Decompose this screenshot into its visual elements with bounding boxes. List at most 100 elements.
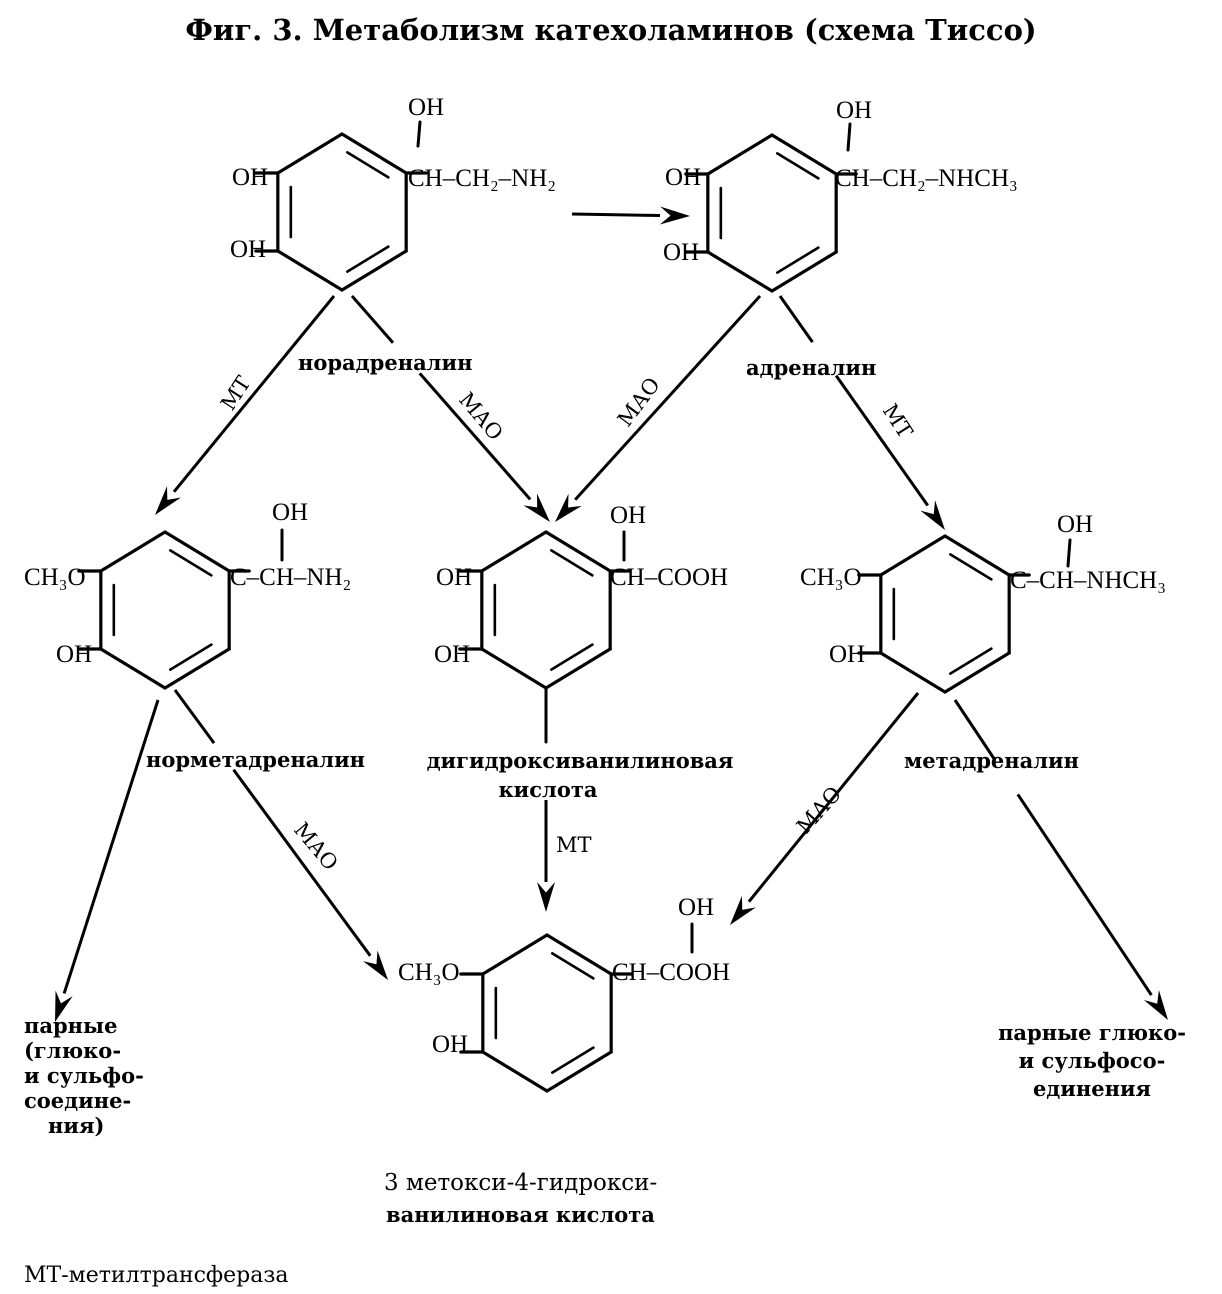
compound-vanillylmandelic-acid: CH₃O OH OH CH–COOH 3 метокси-4-гидрокси-… [384, 894, 730, 1227]
compound-name-line1: 3 метокси-4-гидрокси- [384, 1170, 657, 1196]
conjugates-left-line: ния) [48, 1113, 104, 1138]
benzene-ring-vma [459, 933, 633, 1093]
arrow-normetadrenaline-to-conjugates [55, 699, 160, 1022]
arrow-head-icon [523, 493, 550, 522]
benzene-ring-adrenaline [684, 133, 858, 293]
arrow-head-icon [362, 950, 388, 980]
substituent-methoxy: CH₃O [398, 959, 460, 986]
ring-bond [544, 530, 612, 573]
conjugates-right-line: и сульфосо- [1019, 1048, 1166, 1073]
ring-double-bond [775, 246, 820, 274]
substituent-oh-top: OH [408, 94, 444, 121]
enzyme-label-mao: МАО [289, 818, 342, 875]
arrow-shaft [834, 374, 929, 507]
side-chain: CH–COOH [612, 959, 730, 986]
benzene-ring-dihydroxymandelic [458, 530, 632, 690]
ring-bond [544, 647, 612, 690]
benzene-ring-normetadrenaline [77, 530, 251, 690]
ring-bond [480, 530, 548, 573]
substituent-oh-top: OH [1057, 511, 1093, 538]
benzene-ring-metadrenaline [857, 534, 1031, 694]
substituent-oh-lower: OH [434, 641, 470, 668]
reaction-arrows [55, 206, 1168, 1022]
compound-dihydroxy-acid: OH OH OH CH–COOH дигидроксиванилиновая к… [427, 502, 734, 802]
figure-title: Фиг. 3. Метаболизм катехоламинов (схема … [185, 13, 1036, 47]
compound-name: норметадреналин [146, 747, 365, 772]
ring-bond [480, 647, 548, 690]
ring-double-bond [549, 643, 594, 671]
arrow-head-icon [537, 882, 555, 912]
arrow-noradrenaline-to-adrenaline [571, 206, 690, 225]
substituent-oh-upper: OH [665, 164, 701, 191]
ring-bond [943, 534, 1011, 577]
arrow-shaft [571, 212, 661, 217]
substituent-oh-top: OH [836, 97, 872, 124]
arrow-shaft [1016, 793, 1153, 996]
conjugates-right: парные глюко- и сульфосо- единения [998, 1020, 1186, 1101]
conjugates-left: парные (глюко- и сульфо- соедине- ния) [24, 1013, 144, 1138]
conjugates-left-line: парные [24, 1013, 117, 1038]
arrow-head-icon [1143, 990, 1168, 1020]
substituent-oh-lower: OH [829, 641, 865, 668]
substituent-oh-upper: OH [232, 164, 268, 191]
ring-bond [481, 933, 549, 976]
ring-bond [340, 249, 408, 292]
ring-bond [163, 647, 231, 690]
arrow-shaft [62, 699, 160, 994]
arrow-normetadrenaline-to-vma [173, 689, 388, 980]
substituent-oh-lower: OH [432, 1031, 468, 1058]
arrow-shaft [232, 768, 372, 957]
arrow-dihydroxy-acid-to-vma [537, 800, 555, 912]
ring-bond [545, 933, 613, 976]
arrow-shaft [778, 295, 814, 343]
substituent-methoxy: CH₃O [24, 564, 86, 591]
ring-double-bond [168, 549, 213, 577]
ring-bond [545, 1050, 613, 1093]
ring-double-bond [345, 151, 390, 179]
ring-double-bond [948, 553, 993, 581]
substituent-oh-upper: OH [436, 564, 472, 591]
compound-noradrenaline: OH OH OH CH–CH₂–NH₂ норадреналин [230, 94, 556, 375]
compound-name-line2: ванилиновая кислота [386, 1202, 655, 1227]
ring-bond [706, 133, 774, 176]
arrow-head-icon [920, 500, 945, 530]
ring-bond [276, 249, 344, 292]
compound-name-line2: кислота [499, 777, 598, 802]
arrow-noradrenaline-to-dihydroxy-acid [350, 295, 550, 522]
arrow-noradrenaline-to-normetadrenaline [155, 295, 336, 515]
ring-double-bond [549, 549, 594, 577]
enzyme-label-mt: МТ [878, 400, 917, 443]
arrow-head-icon [55, 990, 73, 1022]
ring-double-bond [550, 1046, 595, 1074]
ring-bond [879, 651, 947, 694]
ring-double-bond [168, 643, 213, 671]
enzyme-label-mt: МТ [216, 372, 255, 415]
substituent-oh-lower: OH [230, 236, 266, 263]
side-chain: CH–CH₂–NHCH₃ [835, 165, 1018, 192]
compound-adrenaline: OH OH OH CH–CH₂–NHCH₃ адреналин [663, 97, 1018, 380]
side-chain: CH–COOH [610, 564, 728, 591]
conjugates-left-line: и сульфо- [24, 1063, 144, 1088]
ring-bond [770, 250, 838, 293]
ring-double-bond [550, 952, 595, 980]
substituent-oh-lower: OH [663, 239, 699, 266]
substituent-oh-lower: OH [56, 641, 92, 668]
arrow-metadrenaline-to-conjugates [953, 699, 1168, 1020]
compound-normetadrenaline: CH₃O OH OH C–CH–NH₂ норметадреналин [24, 499, 365, 772]
enzyme-label-mao: МАО [613, 373, 665, 431]
arrow-head-icon [555, 493, 582, 522]
hydroxyl-bond [846, 122, 852, 152]
arrow-shaft [173, 689, 216, 745]
conjugates-left-line: соедине- [24, 1088, 131, 1113]
ring-double-bond [948, 647, 993, 675]
ring-bond [340, 132, 408, 175]
ring-bond [481, 1050, 549, 1093]
ring-bond [99, 647, 167, 690]
arrow-head-icon [659, 206, 690, 225]
compound-name: норадреналин [298, 350, 472, 375]
conjugates-right-line: единения [1033, 1076, 1151, 1101]
arrow-head-icon [155, 486, 181, 515]
ring-bond [276, 132, 344, 175]
hydroxyl-bond [416, 120, 422, 148]
